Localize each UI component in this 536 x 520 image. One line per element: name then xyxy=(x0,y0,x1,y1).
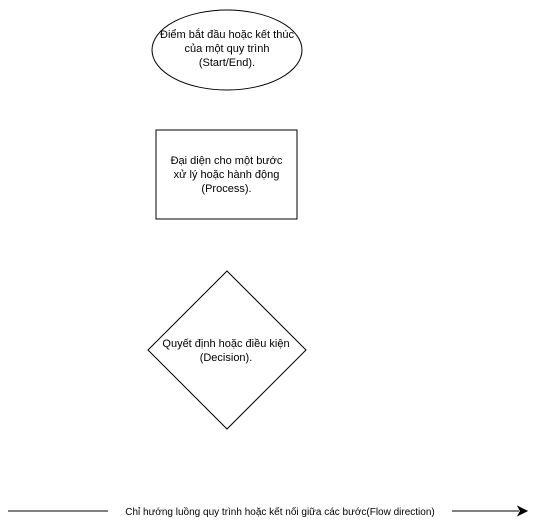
process-shape[interactable] xyxy=(155,129,298,220)
process-label: Đại diện cho một bước xử lý hoặc hành độ… xyxy=(170,155,283,195)
flow-direction-label: Chỉ hướng luồng quy trình hoặc kết nối g… xyxy=(108,506,452,520)
start-end-label: Điểm bắt đầu hoặc kết thúc của một quy t… xyxy=(160,29,294,69)
start-end-shape[interactable] xyxy=(151,9,303,91)
decision-label: Quyết định hoặc điều kiện (Decision). xyxy=(162,338,290,364)
flow-arrow-head xyxy=(516,505,529,517)
decision-shape[interactable] xyxy=(147,270,307,430)
